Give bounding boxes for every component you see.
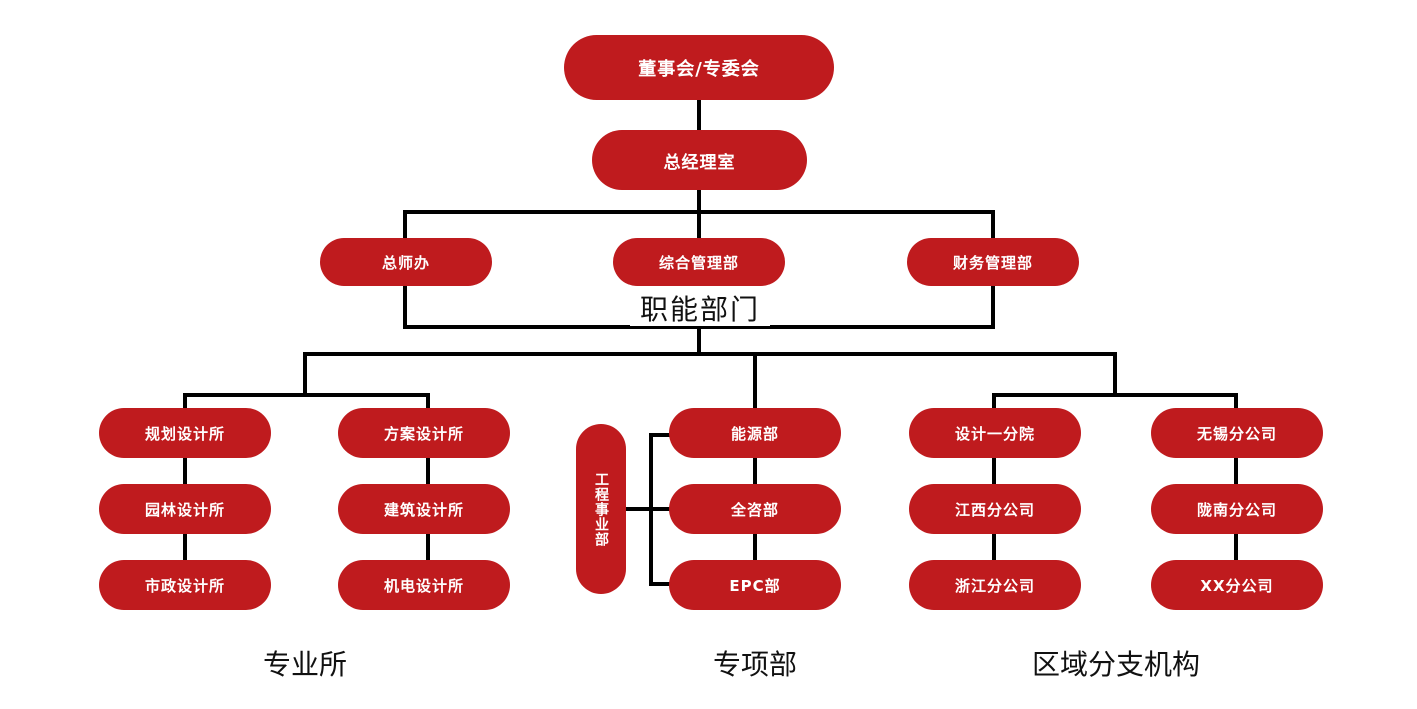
node-special-2: 全咨部 [669,484,841,534]
node-regional-col1-2: 江西分公司 [909,484,1081,534]
node-gm-office: 总经理室 [592,130,807,190]
node-regional-col1-3: 浙江分公司 [909,560,1081,610]
node-professional-col2-2: 建筑设计所 [338,484,510,534]
node-functional-1: 总师办 [320,238,492,286]
node-engineering: 工程事业部 [576,424,626,594]
special-label: 专项部 [712,648,797,681]
node-functional-3: 财务管理部 [907,238,1079,286]
node-regional-col2-3: XX分公司 [1151,560,1323,610]
node-professional-col1-3: 市政设计所 [99,560,271,610]
node-functional-2: 综合管理部 [613,238,785,286]
node-regional-col1-1: 设计一分院 [909,408,1081,458]
regional-label: 区域分支机构 [1031,648,1200,681]
node-special-1: 能源部 [669,408,841,458]
node-professional-col2-3: 机电设计所 [338,560,510,610]
professional-label: 专业所 [262,648,347,681]
node-board: 董事会/专委会 [564,35,834,100]
node-regional-col2-1: 无锡分公司 [1151,408,1323,458]
engineering-bracket [622,433,678,586]
node-regional-col2-2: 陇南分公司 [1151,484,1323,534]
node-professional-col1-2: 园林设计所 [99,484,271,534]
functional-label: 职能部门 [630,290,770,326]
node-special-3: EPC部 [669,560,841,610]
node-professional-col2-1: 方案设计所 [338,408,510,458]
node-professional-col1-1: 规划设计所 [99,408,271,458]
